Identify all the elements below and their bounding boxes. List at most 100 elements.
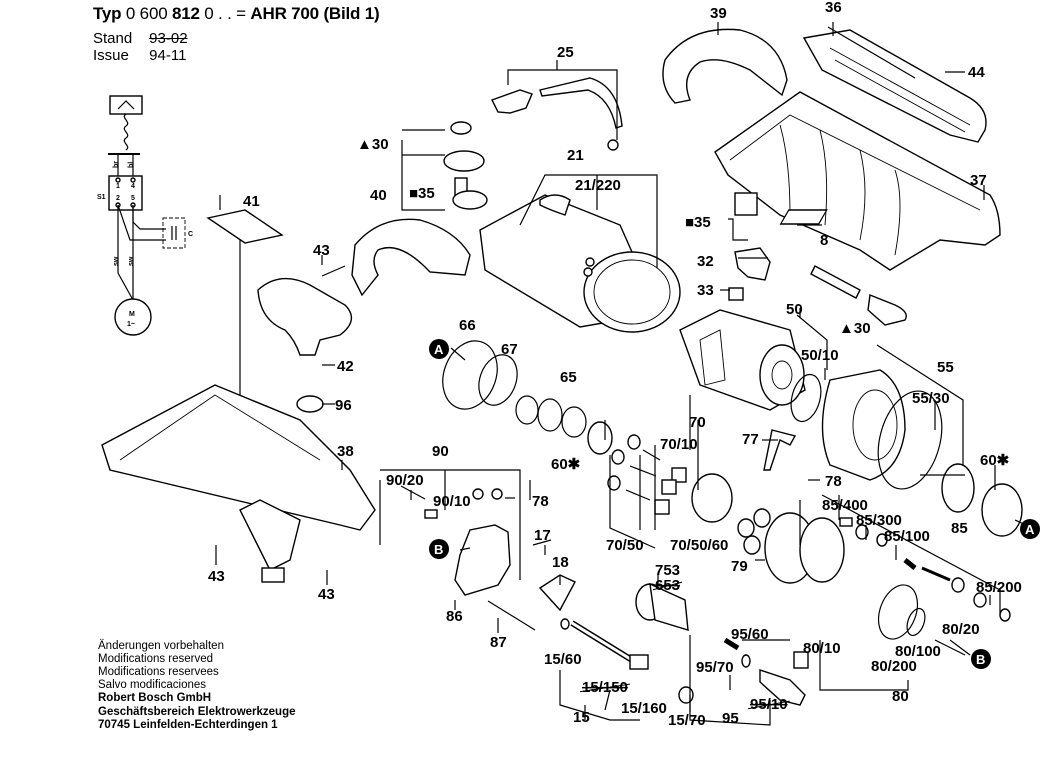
- terminal-2: 2: [116, 195, 120, 202]
- part-label: 65: [560, 369, 577, 386]
- part-label: 55/30: [912, 390, 950, 407]
- part-55-drawing: [821, 369, 943, 490]
- part-label: 95/70: [696, 659, 734, 676]
- part-label: 80/10: [803, 640, 841, 657]
- company-division: Geschäftsbereich Elektrowerkzeuge: [98, 705, 296, 718]
- wire-color-br: br: [113, 161, 120, 168]
- diagram-header: Typ 0 600 812 0 . . = AHR 700 (Bild 1) S…: [93, 4, 380, 64]
- part-label: 36: [825, 0, 842, 16]
- part-label: 42: [337, 358, 354, 375]
- part-90-20-drawing: [400, 485, 426, 500]
- part-38-drawing: [101, 384, 376, 583]
- part-79-drawing: [764, 512, 845, 584]
- part-30a-bottom-drawing: [443, 150, 485, 172]
- part-label: ▲30: [839, 320, 871, 337]
- part-label: 44: [968, 64, 985, 81]
- part-label: 95/60: [731, 626, 769, 643]
- part-35a-drawing: [452, 177, 488, 210]
- part-label: 60✱: [980, 452, 1010, 469]
- part-25-drawing: [491, 77, 623, 151]
- part-label: 41: [243, 193, 260, 210]
- part-label: 80/100: [895, 643, 941, 660]
- part-label: 15: [573, 709, 590, 726]
- part-label: 70/50: [606, 537, 644, 554]
- part-label: 70/10: [660, 436, 698, 453]
- capacitor-label: C: [188, 231, 193, 238]
- part-label: 79: [731, 558, 748, 575]
- part-21-drawing: [479, 194, 681, 333]
- part-8-drawing: [779, 209, 828, 225]
- part-label: 85/200: [976, 579, 1022, 596]
- terminal-5: 5: [131, 195, 135, 202]
- part-90-10-drawing: [424, 509, 438, 519]
- ref-letter-a-right: A: [1025, 522, 1035, 537]
- part-36-drawing: [802, 26, 987, 143]
- part-label: ▲30: [357, 136, 389, 153]
- part-label: 15/70: [668, 712, 706, 729]
- part-label: 96: [335, 397, 352, 414]
- footer-line-fr: Modifications reservees: [98, 666, 219, 678]
- company-name: Robert Bosch GmbH: [98, 692, 212, 704]
- wire-color-sw2: sw: [128, 256, 135, 266]
- part-label: 38: [337, 443, 354, 460]
- part-95-drawing: [723, 637, 809, 706]
- part-label: ■35: [685, 214, 711, 231]
- title-model: AHR 700 (Bild 1): [250, 4, 380, 23]
- part-86-drawing: [454, 488, 511, 596]
- title-number-b: 812: [171, 4, 200, 23]
- part-label: 87: [490, 634, 507, 651]
- terminal-1: 1: [116, 183, 120, 190]
- part-17-drawing: [532, 539, 552, 546]
- issue-row: Issue 94-11: [93, 47, 379, 64]
- part-37-drawing: [714, 91, 1001, 271]
- part-label: 50/10: [801, 347, 839, 364]
- stand-value: 93-02: [149, 30, 188, 47]
- part-label: 25: [557, 44, 574, 61]
- footer-notes: Änderungen vorbehalten Modifications res…: [98, 640, 296, 733]
- part-label: 70: [689, 414, 706, 431]
- part-label: 80: [892, 688, 909, 705]
- switch-label: S1: [97, 194, 106, 201]
- cord-icon: [123, 113, 129, 151]
- wire-color-bl: bl: [128, 162, 135, 168]
- part-40-drawing: [351, 218, 471, 297]
- part-label: 18: [552, 554, 569, 571]
- part-label: 43: [313, 242, 330, 259]
- part-label: 21: [567, 147, 584, 164]
- part-label: 8: [820, 232, 828, 249]
- motor-symbol: [114, 298, 152, 336]
- strike-mark: [652, 581, 683, 591]
- title-number-c: 0 . . =: [204, 4, 246, 23]
- footer-line-es: Salvo modificaciones: [98, 679, 207, 691]
- part-label: 21/220: [575, 177, 621, 194]
- company-address: 70745 Leinfelden-Echterdingen 1: [98, 719, 278, 731]
- ref-circle-b-left: B: [429, 539, 449, 559]
- part-label: 50: [786, 301, 803, 318]
- capacitor-box: [162, 217, 186, 249]
- part-label: 78: [825, 473, 842, 490]
- footer-line-en: Modifications reserved: [98, 653, 214, 665]
- part-label: 60✱: [551, 456, 581, 473]
- title-number-a: 0 600: [125, 4, 168, 23]
- part-label: 15/60: [544, 651, 582, 668]
- part-label: 67: [501, 341, 518, 358]
- part-43a-drawing: [321, 265, 346, 277]
- part-50-10-drawing: [790, 373, 822, 423]
- part-label: 90/10: [433, 493, 471, 510]
- part-label: 66: [459, 317, 476, 334]
- part-label: 80/20: [942, 621, 980, 638]
- part-label: 17: [534, 527, 551, 544]
- plug-symbol: [117, 100, 135, 110]
- part-39-drawing: [662, 28, 788, 104]
- part-label: 40: [370, 187, 387, 204]
- part-label: 55: [937, 359, 954, 376]
- part-label: 80/200: [871, 658, 917, 675]
- part-35-switch-drawing: [734, 192, 758, 216]
- title-prefix: Typ: [93, 4, 122, 23]
- part-label: 95: [722, 710, 739, 727]
- part-753-drawing: [635, 582, 689, 631]
- part-30b-drawing: [810, 265, 907, 326]
- ref-letter-b-left: B: [434, 542, 443, 557]
- part-32-drawing: [734, 247, 771, 281]
- motor-label: M: [129, 311, 135, 318]
